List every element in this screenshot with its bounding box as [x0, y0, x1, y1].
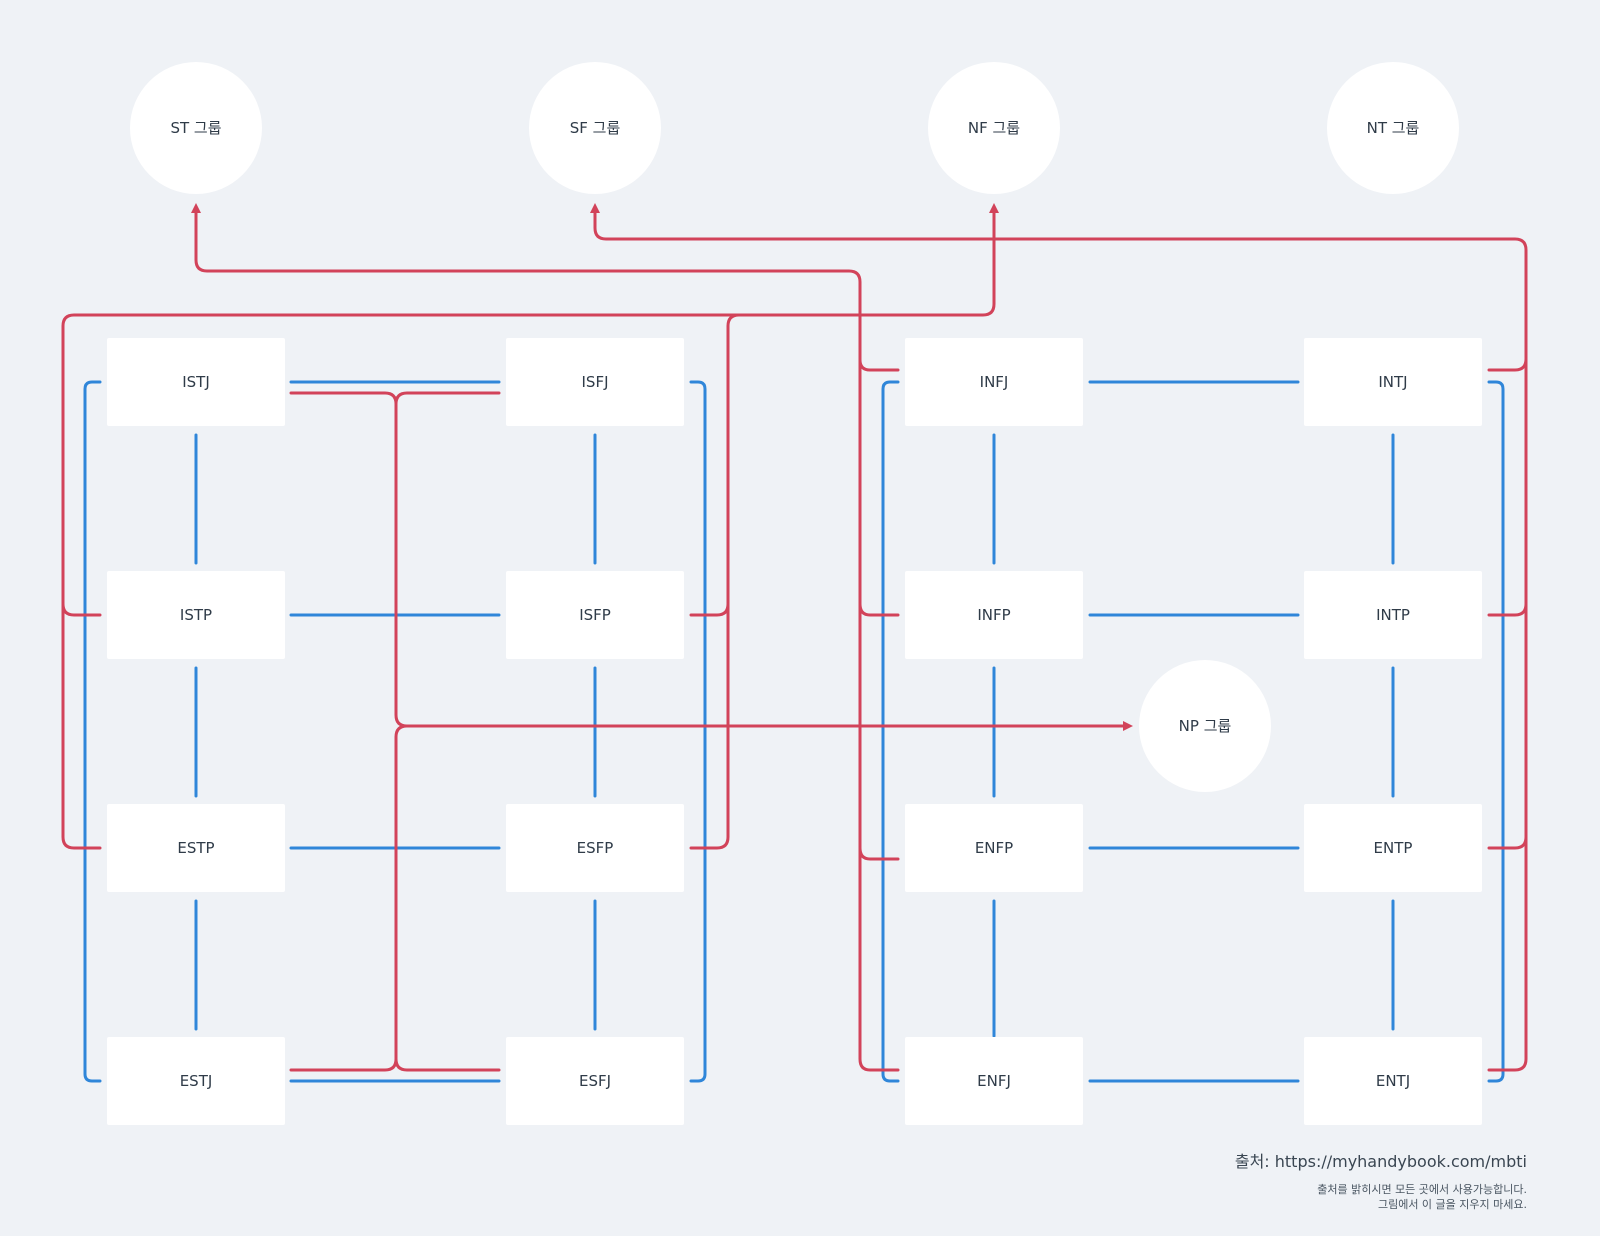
red-path-np-group — [289, 391, 1133, 731]
group-label-np: NP 그룹 — [1179, 717, 1232, 735]
red-path-infp — [858, 358, 900, 617]
red-path-nf-group — [61, 203, 999, 617]
red-path-np-esfj — [394, 1057, 501, 1072]
type-box-isfp — [506, 571, 684, 659]
type-node-intj: INTJ — [1304, 338, 1482, 426]
source-attribution: 출처: https://myhandybook.com/mbti 출처를 밝히시… — [1235, 1148, 1527, 1212]
type-label-estp: ESTP — [177, 839, 214, 857]
group-circle-st — [130, 62, 262, 194]
group-label-st: ST 그룹 — [170, 119, 221, 137]
type-label-isfj: ISFJ — [582, 373, 609, 391]
source-note-keep: 그림에서 이 글을 지우지 마세요. — [1377, 1198, 1527, 1211]
type-box-intj — [1304, 338, 1482, 426]
type-label-entp: ENTP — [1374, 839, 1413, 857]
type-box-estp — [107, 804, 285, 892]
group-node-st: ST 그룹 — [130, 62, 262, 194]
type-node-isfj: ISFJ — [506, 338, 684, 426]
type-box-enfj — [905, 1037, 1083, 1125]
red-path-enfp — [858, 602, 900, 861]
blue-bracket-left-outer — [83, 380, 102, 1083]
group-circle-sf — [529, 62, 661, 194]
type-box-infp — [905, 571, 1083, 659]
group-circles: ST 그룹 SF 그룹 NF 그룹 NT 그룹 NP 그룹 — [130, 62, 1459, 792]
type-label-istp: ISTP — [180, 606, 212, 624]
group-circle-np — [1139, 660, 1271, 792]
blue-bracket-left-inner — [689, 380, 707, 1083]
type-node-entp: ENTP — [1304, 804, 1482, 892]
source-link-text: 출처: https://myhandybook.com/mbti — [1234, 1152, 1527, 1171]
blue-connectors — [83, 380, 1505, 1083]
blue-bracket-right-inner — [1487, 380, 1505, 1083]
red-path-sf-group — [590, 203, 1528, 372]
type-node-esfp: ESFP — [506, 804, 684, 892]
type-label-esfj: ESFJ — [579, 1072, 611, 1090]
type-box-estj — [107, 1037, 285, 1125]
type-node-isfp: ISFP — [506, 571, 684, 659]
type-box-esfj — [506, 1037, 684, 1125]
type-node-infp: INFP — [905, 571, 1083, 659]
red-connectors — [61, 203, 1528, 1072]
red-path-nf-esfp — [689, 602, 730, 850]
type-label-estj: ESTJ — [180, 1072, 213, 1090]
group-circle-nt — [1327, 62, 1459, 194]
type-box-infj — [905, 338, 1083, 426]
group-label-sf: SF 그룹 — [570, 119, 621, 137]
group-label-nf: NF 그룹 — [968, 119, 1020, 137]
type-box-esfp — [506, 804, 684, 892]
type-node-esfj: ESFJ — [506, 1037, 684, 1125]
type-node-istp: ISTP — [107, 571, 285, 659]
type-box-entp — [1304, 804, 1482, 892]
source-note-usage: 출처를 밝히시면 모든 곳에서 사용가능합니다. — [1317, 1183, 1527, 1196]
type-label-intp: INTP — [1376, 606, 1410, 624]
group-node-sf: SF 그룹 — [529, 62, 661, 194]
group-node-nt: NT 그룹 — [1327, 62, 1459, 194]
type-box-intp — [1304, 571, 1482, 659]
type-node-istj: ISTJ — [107, 338, 285, 426]
red-path-intp — [1487, 357, 1528, 617]
red-path-nf-isfp — [689, 313, 741, 617]
type-node-enfj: ENFJ — [905, 1037, 1083, 1125]
type-label-isfp: ISFP — [579, 606, 611, 624]
red-path-np-isfj — [394, 391, 501, 406]
type-label-esfp: ESFP — [577, 839, 614, 857]
type-box-isfj — [506, 338, 684, 426]
group-label-nt: NT 그룹 — [1367, 119, 1420, 137]
red-path-st-group — [191, 203, 900, 372]
red-path-entp — [1487, 602, 1528, 850]
type-label-enfj: ENFJ — [977, 1072, 1011, 1090]
type-label-istj: ISTJ — [182, 373, 210, 391]
type-label-infj: INFJ — [980, 373, 1009, 391]
group-circle-nf — [928, 62, 1060, 194]
type-label-entj: ENTJ — [1376, 1072, 1410, 1090]
type-label-intj: INTJ — [1378, 373, 1407, 391]
type-box-entj — [1304, 1037, 1482, 1125]
type-node-enfp: ENFP — [905, 804, 1083, 892]
type-node-entj: ENTJ — [1304, 1037, 1482, 1125]
blue-bracket-right-outer — [881, 380, 900, 1083]
type-box-istp — [107, 571, 285, 659]
type-label-enfp: ENFP — [975, 839, 1013, 857]
group-node-np: NP 그룹 — [1139, 660, 1271, 792]
type-boxes: ISTJ ISFJ INFJ INTJ ISTP ISFP INFP INTP ESTP ESFP… — [107, 338, 1482, 1125]
type-box-enfp — [905, 804, 1083, 892]
type-node-intp: INTP — [1304, 571, 1482, 659]
red-path-np-estj — [289, 724, 409, 1072]
red-path-enfj — [858, 846, 900, 1072]
type-label-infp: INFP — [977, 606, 1010, 624]
red-path-entj — [1487, 835, 1528, 1072]
type-node-infj: INFJ — [905, 338, 1083, 426]
red-path-nf-estp — [61, 602, 102, 850]
type-node-estp: ESTP — [107, 804, 285, 892]
group-node-nf: NF 그룹 — [928, 62, 1060, 194]
type-box-istj — [107, 338, 285, 426]
type-node-estj: ESTJ — [107, 1037, 285, 1125]
